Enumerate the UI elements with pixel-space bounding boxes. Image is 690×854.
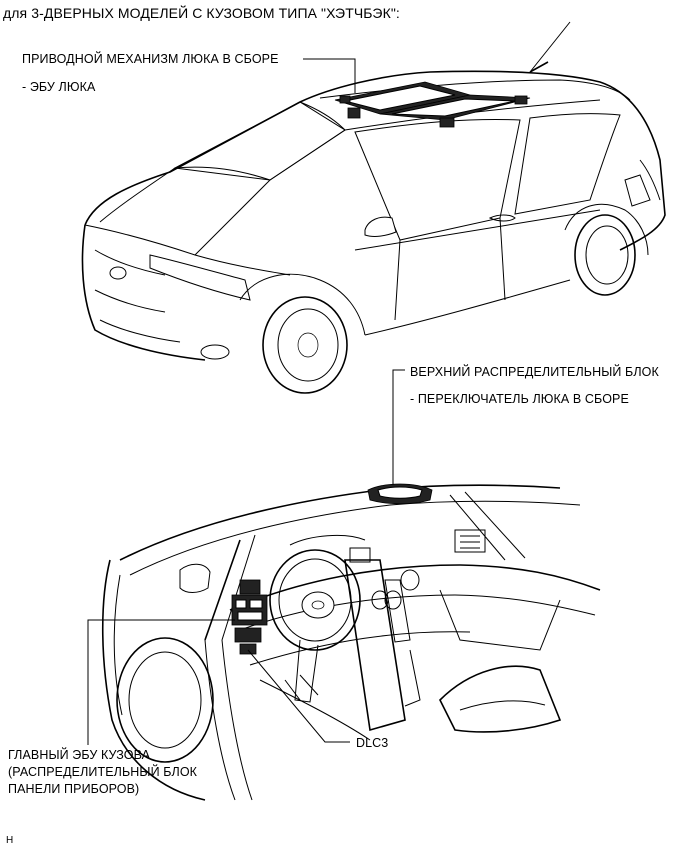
overhead-junction-block-illustration [367,483,433,505]
label-main-body-ecu-line2: (РАСПРЕДЕЛИТЕЛЬНЫЙ БЛОК [8,765,198,779]
label-sunroof-drive: ПРИВОДНОЙ МЕХАНИЗМ ЛЮКА В СБОРЕ [22,52,279,66]
leader-line-sunroof-drive [303,58,356,93]
hatchback-exterior-drawing [81,21,666,394]
label-main-body-ecu-line1: ГЛАВНЫЙ ЭБУ КУЗОВА [8,748,151,762]
label-sunroof-ecu: - ЭБУ ЛЮКА [22,80,96,94]
label-sunroof-switch: - ПЕРЕКЛЮЧАТЕЛЬ ЛЮКА В СБОРЕ [410,392,629,406]
leader-line-antenna [529,21,571,73]
interior-dashboard-drawing [87,369,601,801]
label-dlc3: DLC3 [356,736,389,750]
footer-code: H [6,835,14,846]
diagram-title: для 3-ДВЕРНЫХ МОДЕЛЕЙ С КУЗОВОМ ТИПА "ХЭ… [3,5,400,21]
leader-line-dlc3 [247,649,350,743]
leader-line-overhead-block [392,369,405,485]
sunroof-drive-assembly-illustration [334,81,531,128]
label-overhead-junction-block: ВЕРХНИЙ РАСПРЕДЕЛИТЕЛЬНЫЙ БЛОК [410,365,659,379]
leader-line-main-body-ecu [87,619,235,745]
main-body-ecu-illustration [231,579,268,655]
label-main-body-ecu-line3: ПАНЕЛИ ПРИБОРОВ) [8,782,140,796]
